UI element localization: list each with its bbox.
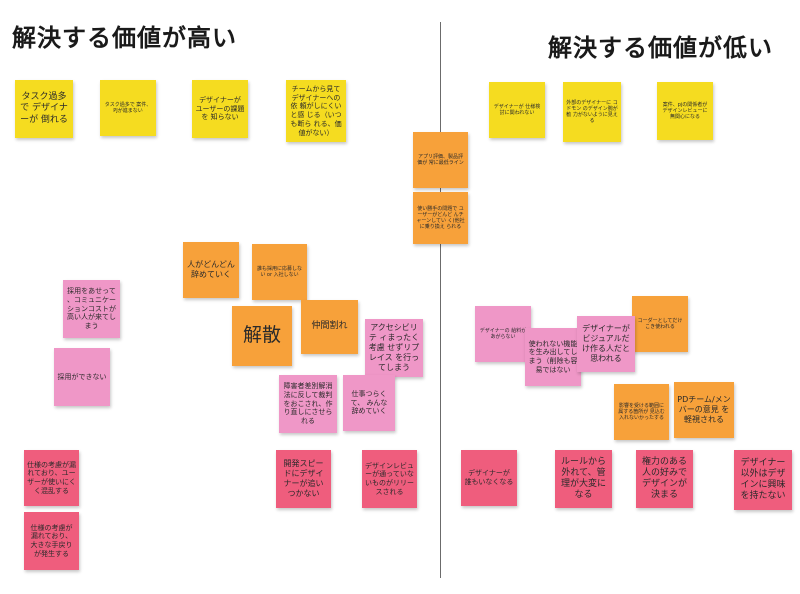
- sticky-note[interactable]: アクセシビリテ ィまったく考慮 せずリプレイス を行ってしまう: [365, 319, 423, 377]
- sticky-note[interactable]: 外部のデザイナーに コドモン のデザイン腕が勧 力がないように見える: [563, 82, 621, 142]
- sticky-note[interactable]: 解散: [232, 306, 292, 366]
- sticky-note[interactable]: デザイナーが 仕様検討に関われない: [489, 82, 545, 138]
- sticky-note[interactable]: 仕事つらくて、 みんな 辞めていく: [343, 375, 395, 431]
- sticky-note[interactable]: 誰も採用に応募しない or 入社しない: [252, 244, 307, 300]
- sticky-note[interactable]: デザイナー 以外はデザ インに興味 を持たない: [734, 450, 792, 510]
- sticky-note[interactable]: 採用ができない: [54, 348, 110, 406]
- sticky-note[interactable]: 採用をあせって 、コミュニケー ションコストが 高い人が来てし まう: [63, 280, 120, 338]
- sticky-note[interactable]: アプリ評価、製品評価が 常に最低ライン: [413, 132, 468, 188]
- sticky-note[interactable]: 使い勝手の問題で ユーザーがどんど んチャーンしてい く(他社に乗り換え られる: [413, 192, 468, 244]
- center-divider: [440, 22, 441, 578]
- sticky-note[interactable]: PDチーム/メン バーの意見 を軽視される: [674, 382, 734, 438]
- sticky-note[interactable]: ルールから 外れて、管 理が大変に なる: [555, 450, 612, 508]
- sticky-note[interactable]: 仕様の考慮が 漏れており、 大きな手戻り が発生する: [24, 512, 79, 570]
- sticky-note[interactable]: 使われない機能 を生み出してし まう（削除も容 易ではない: [525, 328, 581, 386]
- sticky-note[interactable]: 仲間割れ: [301, 300, 358, 354]
- sticky-note[interactable]: デザイナーが ビジュアルだ け作る人だと 思われる: [577, 316, 635, 372]
- sticky-note[interactable]: デザイナーが ユーザーの課題を 知らない: [192, 80, 248, 138]
- sticky-note[interactable]: 開発スピー ドにデザイ ナーが追い つかない: [276, 450, 331, 508]
- sticky-note[interactable]: 影響を受ける範囲に属する箇所が 見込む入れないかったする: [614, 384, 669, 440]
- sticky-note[interactable]: チームから見て デザイナーへの依 頼がしにくいと感 じる（いつも断ら れる、価値…: [286, 80, 346, 142]
- sticky-note[interactable]: 障害者差別解消 法に反して裁判 をおこされ、作 り直しにさせら れる: [279, 375, 337, 433]
- heading-low-value: 解決する価値が低い: [548, 34, 773, 62]
- sticky-note[interactable]: デザインレビュ ーが通っていな いものがリリー スされる: [362, 450, 417, 508]
- sticky-note[interactable]: 権力のある 人の好みで デザインが 決まる: [636, 450, 693, 508]
- sticky-note[interactable]: コーダーとしてだけ こき使われる: [632, 296, 688, 352]
- heading-high-value: 解決する価値が高い: [12, 24, 237, 52]
- sticky-note[interactable]: タスク過多で 案件、PJが進まない: [100, 80, 156, 136]
- sticky-note[interactable]: 案件、pjの関係者が デザインレビューに 無関心になる: [657, 82, 713, 140]
- sticky-note[interactable]: 仕様の考慮が漏 れており、ユー ザーが使いにく く混乱する: [24, 450, 79, 506]
- sticky-note[interactable]: タスク過多で デザイナーが 倒れる: [15, 80, 73, 138]
- sticky-note[interactable]: デザイナーが 誰もいなくなる: [461, 450, 517, 506]
- sticky-note[interactable]: 人がどんどん 辞めていく: [183, 242, 239, 298]
- sticky-note[interactable]: デザイナーの 給料があがらない: [475, 306, 531, 362]
